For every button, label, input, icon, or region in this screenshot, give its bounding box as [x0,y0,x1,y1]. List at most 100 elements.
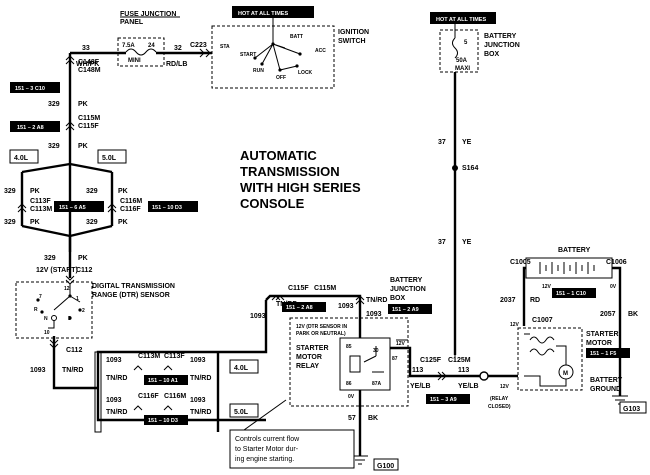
ign-batt: BATT [290,34,303,40]
c115m-left: C115M [78,115,100,122]
dtr-pin-12: 12 [64,286,70,292]
dtr-pin-10: 10 [44,330,50,336]
wire-33-color: WH/PK [76,61,99,68]
wire-1093-dtr-color: TN/RD [62,367,83,374]
bjb-relay-label-2: JUNCTION [390,286,426,293]
connector-c223: C223 [190,42,207,49]
dtr-pin-2: 2 [82,308,85,314]
relay-wire-1093-c: 1093 [366,311,382,318]
bjb-top-label-3: BOX [484,51,500,58]
dtr-pin-n: N [44,316,48,322]
wire-329-2: 329 [48,143,60,150]
starter-motor-relay: 85 30 86 87A 87 12V 0V [339,337,406,400]
c125f: C125F [420,357,442,364]
bjb-relay-label-1: BATTERY [390,277,423,284]
wire-2057: 2057 [600,311,616,318]
battery-12v: 12V [542,284,552,290]
c115m-right: C115M [314,285,336,292]
dtr-label-2: RANGE (DTR) SENSOR [92,292,170,299]
dtr-pin-7: 7 [39,294,42,300]
wire-1093-dtr: 1093 [30,367,46,374]
relay-0v: 0V [348,394,355,400]
c116m-left: C116M [120,198,142,205]
starter-motor: C1007 12V STARTER MOTOR 151 – 1 F5 M [510,317,630,391]
battery-ground-label-2: GROUND [590,386,621,393]
battery-label: BATTERY [558,247,591,254]
ign-run: RUN [253,68,264,74]
wire-329-7-color: PK [78,255,88,262]
bjb-top-label-2: JUNCTION [484,42,520,49]
bjb-fuse-type: MAXI [455,66,470,72]
note-line-3: ing engine starting. [235,456,294,463]
fuse-symbol [125,48,157,56]
wire-1093-mid-3: 1093 [106,397,122,404]
ign-acc: ACC [315,48,326,54]
relay-label-1: STARTER [296,345,329,352]
wire-329-4-color: PK [118,188,128,195]
relay-pin-86: 86 [346,381,352,387]
wire-1093-mid-1: 1093 [106,357,122,364]
relay-label-2: MOTOR [296,354,322,361]
c113m-left: C113M [30,206,52,213]
c1007: C1007 [532,317,553,324]
wire-32: 32 [174,45,182,52]
variant-50l-left: 5.0L [102,155,117,162]
wire-mid-3-color: TN/RD [106,409,127,416]
starter-label-2: MOTOR [586,340,612,347]
c113m-mid: C113M [138,353,160,360]
bjb-fuse-number: 5 [464,40,468,46]
wire-329-5-color: PK [30,219,40,226]
wire-1093-mid-4: 1093 [190,397,206,404]
starter-12v: 12V [510,322,520,328]
bjb-fuse-rating: 50A [456,58,468,64]
c112-bottom: C112 [66,347,82,354]
c125m: C125M [448,357,471,364]
wire-113-a-color: YE/LB [410,383,431,390]
wire-2057-color: BK [628,311,638,318]
ign-sta: STA [220,44,230,50]
ign-lock: LOCK [298,70,313,76]
ign-start: START [240,52,256,58]
relay-note-2: PARK OR NEUTRAL) [296,331,346,337]
ref-151-10-d3: 151 – 10 D3 [152,205,182,211]
wire-329-1: 329 [48,101,60,108]
wire-2037: 2037 [500,297,516,304]
ignition-switch-label-2: SWITCH [338,38,366,45]
wire-329-2-color: PK [78,143,88,150]
relay-note-1: 12V (DTR SENSOR IN [296,324,348,330]
ign-off: OFF [276,75,286,81]
ref-151-2-a9: 151 – 2 A9 [392,307,419,313]
wire-329-3-color: PK [30,188,40,195]
wire-2037-color: RD [530,297,540,304]
c116f-left: C116F [120,206,141,213]
c116m-mid: C116M [164,393,186,400]
wire-57: 57 [348,415,356,422]
splice-s164 [452,165,458,171]
ref-151-1-c10: 151 – 1 C10 [556,291,586,297]
c115f-left: C115F [78,123,99,130]
relay-wire-color-b: TN/RD [366,297,387,304]
wire-37-b: 37 [438,239,446,246]
bjb-relay-label-3: BOX [390,295,406,302]
wire-113-a: 113 [412,367,423,374]
note-line-2: to Starter Motor dur- [235,446,299,453]
wire-329-3: 329 [4,188,16,195]
dtr-12v-start: 12V (START) [36,267,78,274]
title-line-3: WITH HIGH SERIES [240,180,361,195]
fuse-rating: 7.5A [122,43,135,49]
wire-37-a-color: YE [462,139,472,146]
battery-ground-label-1: BATTERY [590,377,623,384]
wire-329-7: 329 [44,255,56,262]
ref-151-6-a5: 151 – 6 A5 [59,205,86,211]
wire-33: 33 [82,45,90,52]
c148f: C148F [78,59,100,66]
starter-12v-relay: 12V [500,384,510,390]
starter-motor-m: M [563,371,568,377]
fuse-panel-label-2: PANEL [120,19,144,26]
ref-151-3-a9: 151 – 3 A9 [430,397,457,403]
c112-top: C112 [76,267,92,274]
ref-151-2-a8-relay: 151 – 2 A8 [286,305,313,311]
relay-pin-87: 87 [392,356,398,362]
ref-151-1-f5: 151 – 1 F5 [590,351,616,357]
